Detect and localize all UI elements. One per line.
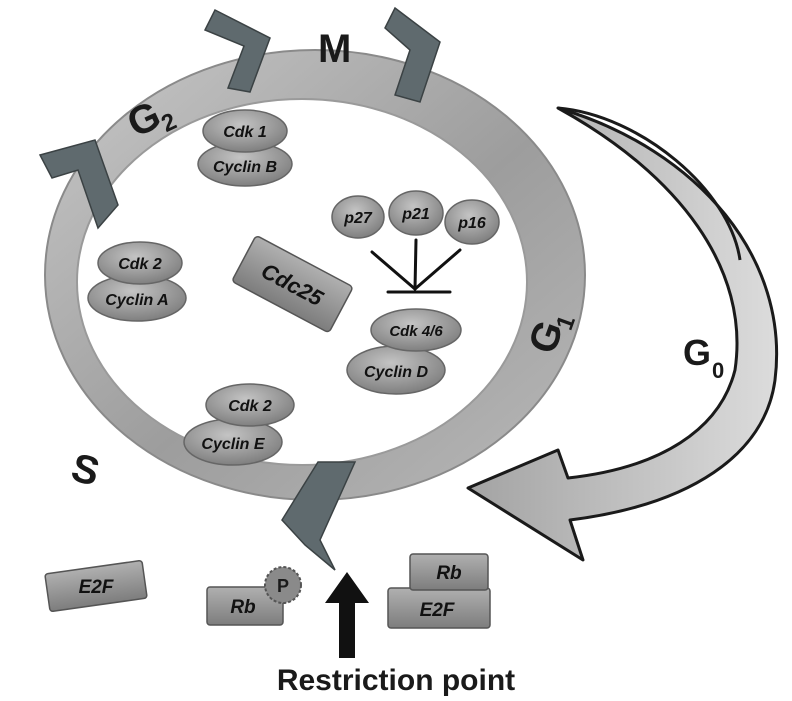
phase-m: M [318, 27, 351, 71]
arrowhead-m-1 [203, 8, 271, 93]
inhibition-lines [370, 238, 462, 294]
p27-label: p27 [343, 210, 373, 227]
p27-oval [331, 195, 385, 239]
phosphate-burst [264, 566, 302, 604]
g0-loop-arrow [466, 106, 778, 562]
e2f-free-label: E2F [79, 577, 115, 598]
cdk2-cycline-complex: Cdk 2 Cyclin E [183, 383, 295, 466]
rb-phosphorylated: Rb P [206, 566, 302, 626]
p21-label: p21 [401, 206, 430, 223]
phase-g0-sub: 0 [712, 358, 724, 383]
rb-bound-label: Rb [436, 563, 462, 584]
cdk2-cyclina-complex: Cdk 2 Cyclin A [87, 241, 187, 322]
rb-p-label: Rb [230, 597, 256, 618]
cdk46-cyclind-complex: Cdk 4/6 Cyclin D [346, 308, 462, 395]
arrowhead-g2 [38, 139, 119, 230]
cyclind-label: Cyclin D [364, 364, 428, 381]
phase-s: S [67, 445, 104, 494]
inhibitor-group: p27 p21 p16 [331, 190, 500, 294]
cdk2-e-label: Cdk 2 [228, 398, 272, 415]
p21-oval [388, 190, 444, 236]
e2f-free-box: E2F [44, 560, 148, 612]
cyclina-label: Cyclin A [105, 292, 168, 309]
phase-g0-letter: G [683, 332, 711, 373]
ring-arrowheads [38, 6, 441, 571]
restriction-point-label: Restriction point [276, 664, 516, 697]
p16-label: p16 [457, 215, 486, 232]
restriction-point-arrow [325, 572, 369, 658]
cyclinb-label: Cyclin B [213, 159, 277, 176]
cdk46-label: Cdk 4/6 [389, 323, 443, 340]
arrowhead-m-2 [384, 6, 441, 103]
cdk2-a-label: Cdk 2 [118, 256, 162, 273]
rb-e2f-complex: Rb E2F [387, 553, 491, 629]
phosphate-label: P [277, 576, 289, 596]
arrowhead-restriction [281, 461, 357, 571]
cycline-label: Cyclin E [201, 436, 265, 453]
phase-g0: G 0 [683, 332, 724, 383]
p16-oval [444, 199, 500, 245]
cdk1-cyclinb-complex: Cdk 1 Cyclin B [197, 109, 293, 187]
e2f-bound-label: E2F [420, 600, 456, 621]
cdk1-label: Cdk 1 [223, 124, 267, 141]
